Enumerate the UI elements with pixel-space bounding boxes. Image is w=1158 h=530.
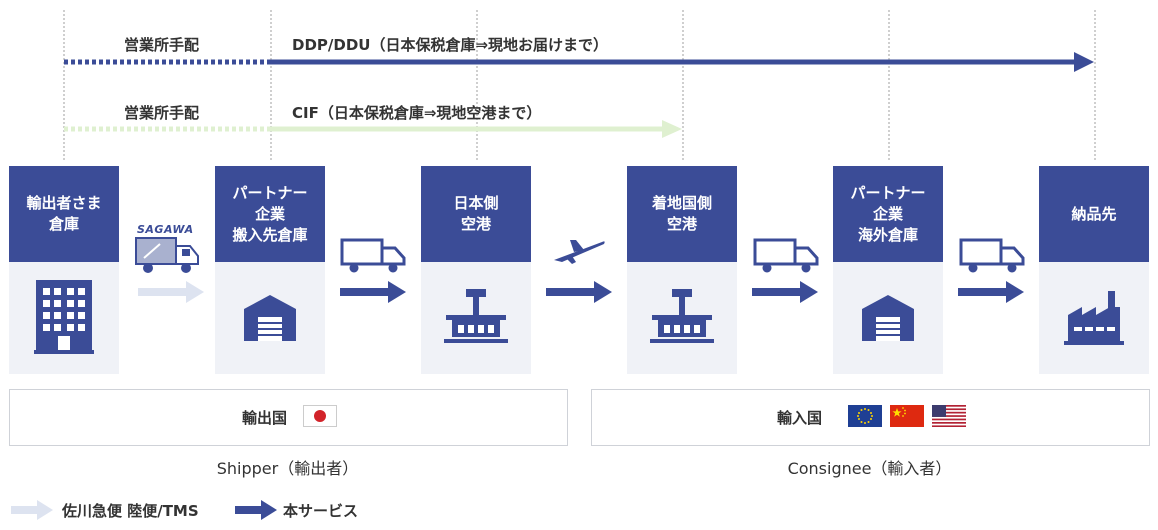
japan-flag-icon	[303, 405, 337, 427]
stage-exporter-warehouse: 輸出者さま 倉庫	[9, 166, 119, 374]
factory-icon	[1064, 291, 1124, 345]
stage-delivery-destination: 納品先	[1039, 166, 1149, 374]
stage-label: 着地国側 空港	[651, 194, 712, 233]
service-arrow-icon	[340, 281, 406, 303]
ddp-route-arrowhead	[1074, 52, 1094, 72]
cif-left-label: 営業所手配	[124, 104, 200, 122]
ddp-route-label: DDP/DDU（日本保税倉庫⇒現地お届けまで）	[292, 36, 609, 54]
stage-header: 輸出者さま 倉庫	[9, 166, 119, 262]
stage-japan-airport: 日本側 空港	[421, 166, 531, 374]
shipper-caption: Shipper（輸出者）	[216, 459, 359, 478]
airport-terminal-icon	[444, 289, 508, 343]
guide-line	[270, 10, 272, 160]
stage-header: パートナー 企業 海外倉庫	[833, 166, 943, 262]
stage-destination-airport: 着地国側 空港	[627, 166, 737, 374]
import-region-label: 輸入国	[777, 409, 823, 427]
truck-icon	[753, 238, 819, 273]
route-arrows	[64, 52, 1094, 138]
consignee-caption: Consignee（輸入者）	[787, 459, 952, 478]
stage-header: 日本側 空港	[421, 166, 531, 262]
legend-light-arrow-icon	[11, 500, 53, 520]
stage-label: パートナー 企業 搬入先倉庫	[232, 183, 308, 244]
stage-header: 納品先	[1039, 166, 1149, 262]
legend-carrier-label: 佐川急便 陸便/TMS	[62, 502, 199, 520]
light-transfer-arrow-icon	[138, 281, 204, 303]
ddp-left-label: 営業所手配	[124, 36, 200, 54]
truck-icon	[959, 238, 1025, 273]
legend-service-arrow-icon	[235, 500, 277, 520]
stage-label: 納品先	[1071, 204, 1117, 223]
stage-partner-warehouse: パートナー 企業 搬入先倉庫	[215, 166, 325, 374]
eu-flag-icon	[848, 405, 882, 427]
stage-overseas-warehouse: パートナー 企業 海外倉庫	[833, 166, 943, 374]
stage-label: 輸出者さま 倉庫	[26, 194, 102, 233]
stage-label: パートナー 企業 海外倉庫	[850, 183, 926, 244]
guide-line	[63, 10, 65, 160]
guide-line	[682, 10, 684, 160]
legend-service-label: 本サービス	[283, 502, 359, 520]
airplane-icon	[554, 240, 605, 264]
sagawa-truck-icon	[135, 237, 199, 273]
office-building-icon	[34, 280, 94, 354]
service-arrow-icon	[752, 281, 818, 303]
stage-header: パートナー 企業 搬入先倉庫	[215, 166, 325, 262]
service-arrow-icon	[958, 281, 1024, 303]
warehouse-icon	[862, 295, 914, 341]
sagawa-brand-label: SAGAWA	[137, 223, 194, 236]
truck-icon	[340, 238, 406, 273]
stage-label: 日本側 空港	[453, 194, 499, 233]
export-region-label: 輸出国	[242, 409, 288, 427]
cif-route-label: CIF（日本保税倉庫⇒現地空港まで）	[292, 104, 542, 122]
guide-line	[1094, 10, 1096, 160]
warehouse-icon	[244, 295, 296, 341]
export-region-box: 輸出国	[9, 389, 568, 446]
usa-flag-icon	[932, 405, 966, 427]
import-region-box: 輸入国	[591, 389, 1150, 446]
airport-terminal-icon	[650, 289, 714, 343]
cif-route-arrowhead	[662, 120, 682, 138]
china-flag-icon	[890, 405, 924, 427]
service-arrow-icon	[546, 281, 612, 303]
stage-header: 着地国側 空港	[627, 166, 737, 262]
guide-line	[476, 10, 478, 160]
guide-line	[888, 10, 890, 160]
